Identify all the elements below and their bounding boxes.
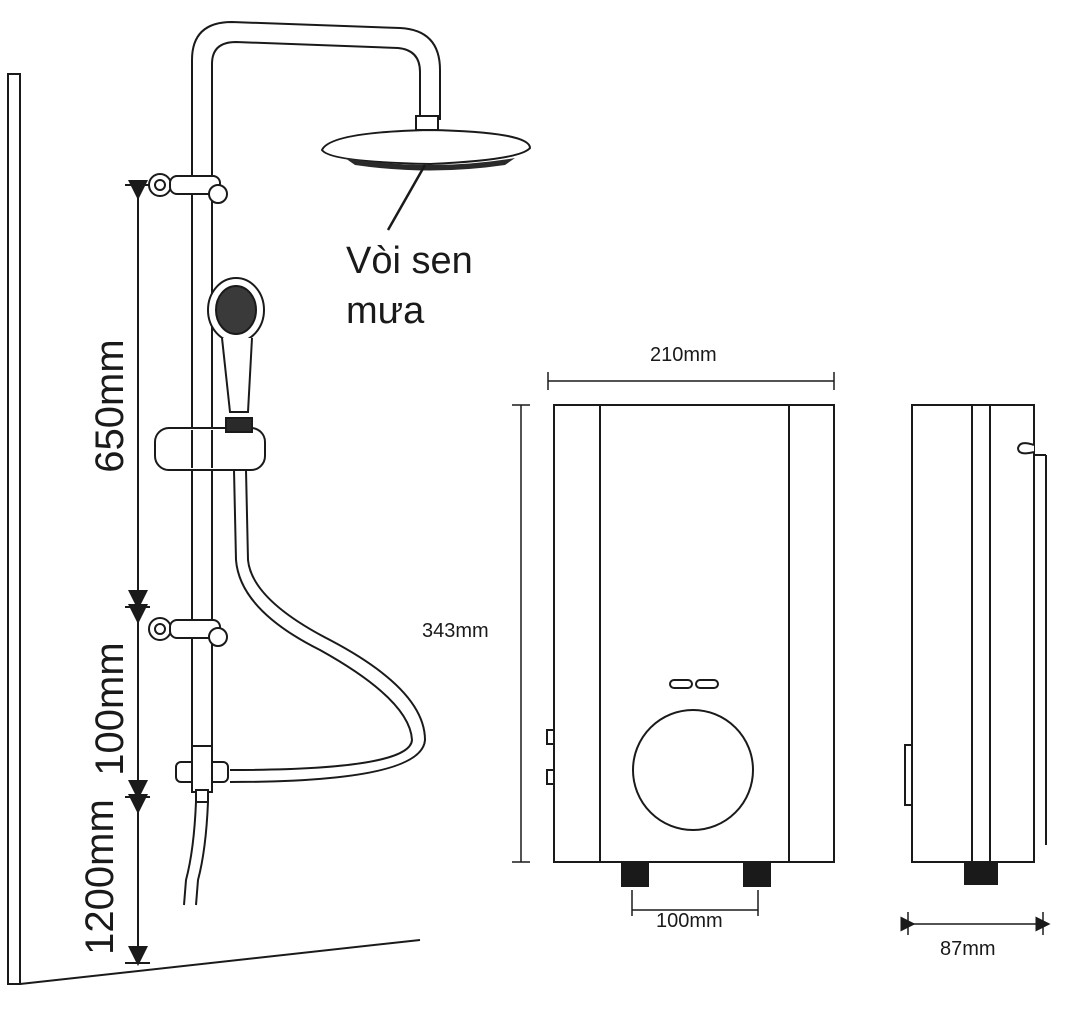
heater-front-view [546, 404, 835, 887]
heater-side-view [904, 404, 1047, 885]
slide-holder [154, 417, 266, 471]
dimension-lines-heater-front [512, 372, 835, 916]
wall [7, 73, 421, 985]
dim-label-100: 100mm [88, 642, 132, 776]
dimension-lines-heater-side [900, 912, 1051, 935]
hand-shower [207, 277, 265, 413]
wall-bracket-lower [148, 617, 228, 647]
heater-pipe-spacing-label: 100mm [656, 910, 723, 932]
inlet-hose [183, 801, 209, 906]
heater-depth-label: 87mm [940, 938, 996, 960]
dim-label-650: 650mm [88, 339, 132, 473]
shower-riser-pipe [191, 20, 441, 760]
wall-bracket-upper [148, 173, 228, 204]
heater-width-label: 210mm [650, 344, 717, 366]
heater-height-label: 343mm [422, 620, 489, 642]
dimension-lines-shower [125, 180, 150, 966]
rain-shower-head [320, 128, 532, 231]
shower-hose [229, 469, 427, 783]
rain-head-label-line1: Vòi sen [346, 240, 473, 282]
diverter-valve [175, 745, 229, 803]
rain-head-label-line2: mưa [346, 290, 425, 332]
dim-label-1200: 1200mm [78, 799, 122, 955]
